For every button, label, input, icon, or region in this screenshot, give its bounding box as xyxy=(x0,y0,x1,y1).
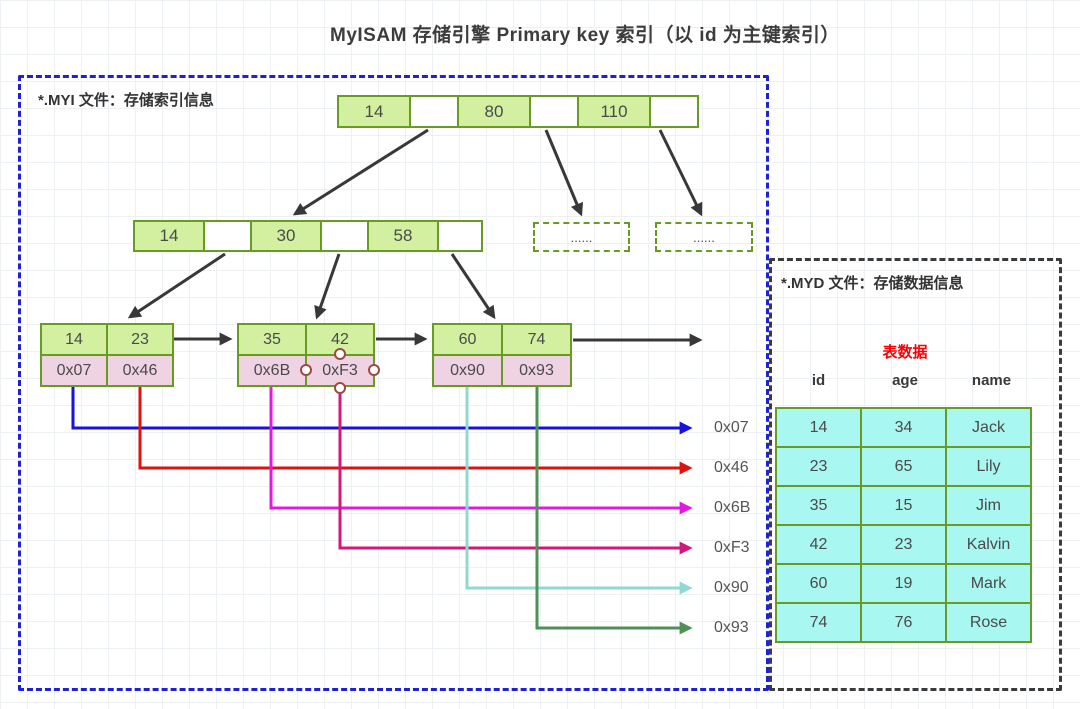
cell-age: 76 xyxy=(860,602,947,643)
cell-age: 34 xyxy=(860,407,947,448)
root-pointer-cell xyxy=(649,97,697,126)
myd-file-label: *.MYD 文件：存储数据信息 xyxy=(781,275,964,292)
internal-key-cell: 58 xyxy=(367,222,437,250)
page-title: MyISAM 存储引擎 Primary key 索引（以 id 为主键索引） xyxy=(330,25,840,46)
internal-pointer-cell xyxy=(437,222,481,250)
address-label: 0x46 xyxy=(714,459,749,476)
table-row: 74 76 Rose xyxy=(775,602,1032,643)
root-pointer-cell xyxy=(409,97,457,126)
leaf-address-cell: 0xF3 xyxy=(305,354,373,385)
leaf-address-cell: 0x6B xyxy=(239,354,305,385)
cell-name: Rose xyxy=(945,602,1032,643)
leaf-key-cell: 14 xyxy=(42,325,106,354)
leaf-address-cell: 0x90 xyxy=(434,354,501,385)
cell-name: Jack xyxy=(945,407,1032,448)
cell-id: 42 xyxy=(775,524,862,565)
table-title: 表数据 xyxy=(882,344,928,361)
leaf-key-cell: 60 xyxy=(434,325,501,354)
leaf-node-1: 14 23 0x07 0x46 xyxy=(40,323,174,387)
root-pointer-cell xyxy=(529,97,577,126)
table-column-headers: id age name xyxy=(775,372,1035,389)
cell-age: 15 xyxy=(860,485,947,526)
cell-id: 35 xyxy=(775,485,862,526)
cell-name: Lily xyxy=(945,446,1032,487)
leaf-node-2: 35 42 0x6B 0xF3 xyxy=(237,323,375,387)
cell-id: 74 xyxy=(775,602,862,643)
root-key-cell: 14 xyxy=(339,97,409,126)
column-header-id: id xyxy=(811,372,826,389)
internal-key-cell: 14 xyxy=(135,222,203,250)
cell-id: 60 xyxy=(775,563,862,604)
leaf-address-cell: 0x07 xyxy=(42,354,106,385)
address-label: 0xF3 xyxy=(714,539,750,556)
internal-pointer-cell xyxy=(320,222,367,250)
leaf-key-cell: 74 xyxy=(501,325,570,354)
table-row: 23 65 Lily xyxy=(775,446,1032,487)
cell-id: 14 xyxy=(775,407,862,448)
table-row: 60 19 Mark xyxy=(775,563,1032,604)
table-row: 35 15 Jim xyxy=(775,485,1032,526)
table-row: 14 34 Jack xyxy=(775,407,1032,448)
root-key-cell: 110 xyxy=(577,97,649,126)
leaf-key-cell: 35 xyxy=(239,325,305,354)
address-label: 0x07 xyxy=(714,419,749,436)
cell-id: 23 xyxy=(775,446,862,487)
column-header-age: age xyxy=(892,372,918,389)
cell-age: 23 xyxy=(860,524,947,565)
cell-name: Kalvin xyxy=(945,524,1032,565)
collapsed-subtree-node: ...... xyxy=(533,222,630,252)
myi-file-label: *.MYI 文件：存储索引信息 xyxy=(38,92,214,109)
myi-file-panel xyxy=(18,75,769,691)
address-label: 0x93 xyxy=(714,619,749,636)
leaf-key-cell: 42 xyxy=(305,325,373,354)
leaf-address-cell: 0x46 xyxy=(106,354,172,385)
leaf-key-cell: 23 xyxy=(106,325,172,354)
address-label: 0x90 xyxy=(714,579,749,596)
cell-age: 65 xyxy=(860,446,947,487)
leaf-address-cell: 0x93 xyxy=(501,354,570,385)
data-table: 14 34 Jack 23 65 Lily 35 15 Jim 42 23 Ka… xyxy=(775,407,1032,643)
column-header-name: name xyxy=(971,372,1012,389)
address-label: 0x6B xyxy=(714,499,751,516)
collapsed-subtree-node: ...... xyxy=(655,222,753,252)
internal-pointer-cell xyxy=(203,222,250,250)
leaf-node-3: 60 74 0x90 0x93 xyxy=(432,323,572,387)
table-row: 42 23 Kalvin xyxy=(775,524,1032,565)
cell-name: Jim xyxy=(945,485,1032,526)
btree-root-node: 14 80 110 xyxy=(337,95,699,128)
cell-name: Mark xyxy=(945,563,1032,604)
internal-key-cell: 30 xyxy=(250,222,320,250)
btree-internal-node: 14 30 58 xyxy=(133,220,483,252)
cell-age: 19 xyxy=(860,563,947,604)
myd-file-panel xyxy=(769,258,1062,691)
root-key-cell: 80 xyxy=(457,97,529,126)
